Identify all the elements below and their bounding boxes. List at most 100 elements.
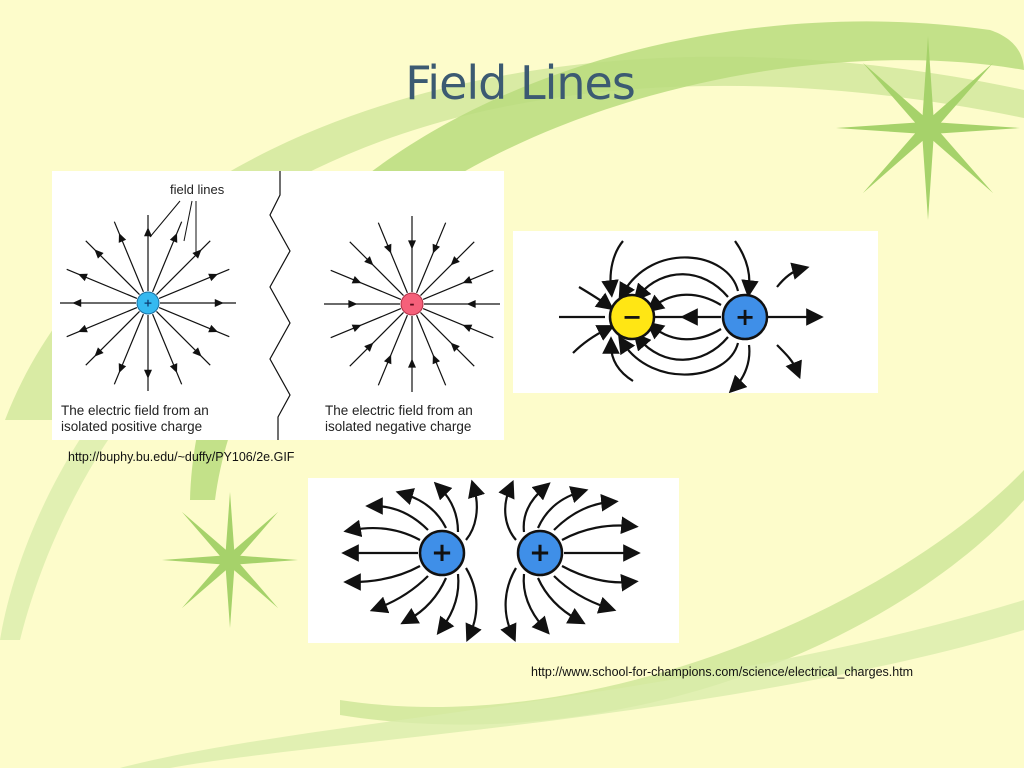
decorative-swoosh-outer bbox=[5, 56, 1024, 420]
positive-field-line-arrowhead bbox=[94, 347, 104, 357]
negative-field-line bbox=[416, 222, 447, 294]
dipole-field-line bbox=[618, 335, 740, 376]
positive-field-line-arrowhead bbox=[144, 369, 152, 379]
isolated-positive-charge bbox=[136, 291, 160, 315]
dipole-field-lines bbox=[559, 240, 824, 393]
left-charge-field-line bbox=[395, 488, 447, 529]
positive-field-line-arrowhead bbox=[208, 273, 219, 282]
negative-field-line-arrowhead bbox=[408, 358, 416, 368]
negative-field-line bbox=[420, 312, 475, 367]
positive-field-line bbox=[113, 313, 144, 385]
opposite-charges-diagram: − + bbox=[559, 240, 824, 393]
negative-charge-field-lines bbox=[324, 216, 500, 392]
left-charge-field-line bbox=[369, 575, 429, 614]
positive-field-line-arrowhead bbox=[214, 299, 224, 307]
slide-title: Field Lines bbox=[405, 56, 636, 110]
label-pointer-line bbox=[183, 200, 193, 242]
right-charge-field-line bbox=[500, 567, 517, 643]
negative-field-line-arrowhead bbox=[364, 256, 374, 266]
decorative-swoosh-lower bbox=[340, 470, 1024, 725]
isolated-negative-charge bbox=[400, 292, 424, 316]
positive-charge bbox=[721, 293, 769, 341]
left-charge-field-line bbox=[400, 577, 448, 625]
negative-field-line-arrowhead bbox=[450, 342, 460, 352]
right-charge-symbol: + bbox=[529, 538, 551, 568]
positive-field-line-arrowhead bbox=[192, 347, 202, 357]
negative-field-line-arrowhead bbox=[364, 342, 374, 352]
negative-field-line-arrowhead bbox=[462, 275, 473, 284]
positive-field-line-arrowhead bbox=[144, 227, 152, 237]
right-charge-field-line bbox=[522, 482, 551, 533]
negative-field-line bbox=[377, 314, 408, 386]
decorative-swoosh-bottom bbox=[120, 600, 1024, 768]
right-charge-field-line bbox=[553, 494, 619, 531]
positive-charge-field-lines bbox=[60, 215, 236, 391]
label-pointer-line bbox=[149, 200, 181, 238]
right-charge-field-line bbox=[536, 577, 586, 625]
isolated-charges-figure: + - field lines The electric field from … bbox=[52, 171, 504, 440]
negative-charge bbox=[608, 293, 656, 341]
left-positive-charge bbox=[418, 529, 466, 577]
positive-field-line bbox=[85, 240, 140, 295]
negative-charge-symbol: − bbox=[622, 303, 642, 331]
left-charge-field-line bbox=[343, 519, 421, 541]
negative-field-line bbox=[416, 314, 447, 386]
source-url-figure1: http://buphy.bu.edu/~duffy/PY106/2e.GIF bbox=[68, 450, 295, 464]
negative-field-line-arrowhead bbox=[383, 354, 392, 365]
left-charge-symbol: + bbox=[431, 538, 453, 568]
dipole-field-line bbox=[633, 273, 729, 302]
negative-field-line-arrowhead bbox=[466, 300, 476, 308]
positive-field-line-arrowhead bbox=[192, 249, 202, 259]
dipole-field-line bbox=[578, 286, 615, 311]
negative-field-line-arrowhead bbox=[450, 256, 460, 266]
positive-field-line-arrowhead bbox=[77, 273, 88, 282]
positive-field-line bbox=[158, 268, 230, 299]
right-charge-field-line bbox=[498, 479, 517, 541]
right-charge-field-line bbox=[553, 575, 617, 614]
dipole-field-line bbox=[618, 256, 740, 301]
negative-field-line-arrowhead bbox=[383, 243, 392, 254]
negative-field-line bbox=[330, 269, 402, 300]
left-charge-field-line bbox=[465, 567, 482, 643]
positive-field-line bbox=[85, 311, 140, 366]
star1-shape bbox=[836, 36, 1020, 220]
right-charge-field-line bbox=[561, 516, 639, 541]
dipole-field-line bbox=[633, 332, 729, 361]
positive-field-line-arrowhead bbox=[118, 363, 127, 374]
positive-charge-symbol: + bbox=[143, 297, 152, 310]
dipole-field-line bbox=[572, 325, 615, 354]
positive-field-line bbox=[66, 268, 138, 299]
negative-field-line-arrowhead bbox=[408, 240, 416, 250]
right-charge-field-line bbox=[536, 486, 589, 529]
positive-field-line-arrowhead bbox=[72, 299, 82, 307]
negative-field-line-arrowhead bbox=[348, 300, 358, 308]
positive-field-line-arrowhead bbox=[208, 324, 219, 333]
left-charge-field-line bbox=[465, 479, 485, 541]
positive-field-line-arrowhead bbox=[94, 249, 104, 259]
repulsion-field-lines bbox=[341, 479, 641, 643]
dipole-field-line bbox=[728, 344, 751, 393]
negative-field-line-arrowhead bbox=[432, 243, 441, 254]
positive-field-line bbox=[156, 311, 211, 366]
dipole-field-line bbox=[776, 344, 802, 380]
positive-field-line-arrowhead bbox=[169, 363, 178, 374]
dipole-field-line bbox=[601, 240, 624, 298]
like-charges-diagram: + + bbox=[341, 479, 641, 643]
right-charge-field-line bbox=[561, 565, 639, 592]
negative-charge-caption: The electric field from an isolated nega… bbox=[325, 403, 473, 434]
like-charges-figure: + + bbox=[308, 478, 679, 643]
zigzag-divider bbox=[269, 171, 291, 440]
positive-field-line bbox=[156, 240, 211, 295]
negative-field-line bbox=[349, 312, 404, 367]
negative-field-line bbox=[422, 308, 494, 339]
positive-field-line bbox=[113, 221, 144, 293]
star-decoration-top-right bbox=[836, 36, 1020, 220]
dipole-field-line bbox=[602, 336, 634, 382]
negative-field-line bbox=[330, 308, 402, 339]
positive-field-line-arrowhead bbox=[169, 232, 178, 243]
negative-field-line bbox=[349, 241, 404, 296]
positive-field-line bbox=[152, 313, 183, 385]
positive-charge-symbol: + bbox=[735, 303, 755, 331]
positive-field-line bbox=[152, 221, 183, 293]
